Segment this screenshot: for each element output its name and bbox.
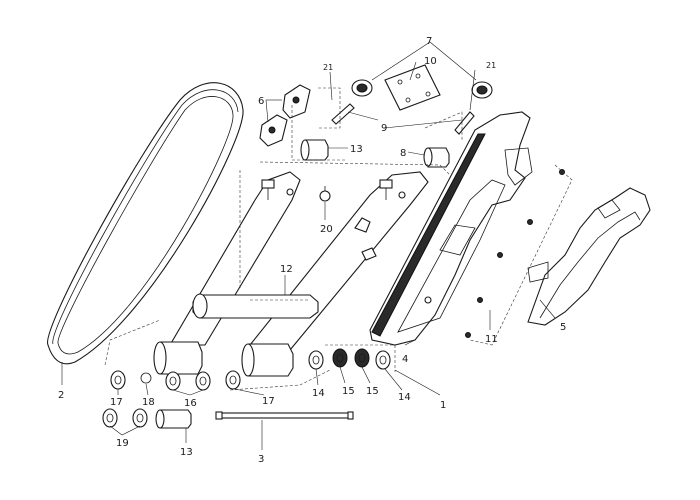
callout-11: 11 bbox=[485, 334, 498, 345]
small-fitting bbox=[319, 186, 331, 202]
rubber-mounts bbox=[351, 79, 493, 99]
callout-14-left: 14 bbox=[312, 388, 325, 399]
swing-arm bbox=[153, 171, 429, 377]
brackets bbox=[259, 84, 311, 147]
callout-7: 7 bbox=[426, 36, 432, 47]
bolts bbox=[331, 103, 475, 135]
callout-20: 20 bbox=[320, 224, 333, 235]
callout-17-right: 17 bbox=[262, 396, 275, 407]
cover-bolts bbox=[465, 169, 565, 338]
callout-4: 4 bbox=[402, 354, 408, 365]
callout-13-bottom: 13 bbox=[180, 447, 193, 458]
callout-14-right: 14 bbox=[398, 392, 411, 403]
callout-6: 6 bbox=[258, 96, 264, 107]
side-cover bbox=[527, 187, 651, 326]
callout-2: 2 bbox=[58, 390, 64, 401]
callout-21-right: 21 bbox=[486, 61, 496, 70]
bottom-parts bbox=[102, 408, 354, 429]
chain-guard bbox=[369, 111, 533, 346]
callout-15-right: 15 bbox=[366, 386, 379, 397]
callout-labels: 7 10 21 21 6 9 13 8 20 12 4 11 5 1 2 3 1… bbox=[58, 36, 566, 465]
callout-12: 12 bbox=[280, 264, 293, 275]
callout-8: 8 bbox=[400, 148, 406, 159]
bearing-set bbox=[110, 348, 391, 391]
callout-16: 16 bbox=[184, 398, 197, 409]
callout-5: 5 bbox=[560, 322, 566, 333]
drive-belt bbox=[47, 82, 244, 365]
callout-10: 10 bbox=[424, 56, 437, 67]
assembly-lines bbox=[104, 87, 573, 391]
callout-3: 3 bbox=[258, 454, 264, 465]
leader-lines bbox=[61, 41, 556, 450]
mounting-plate bbox=[384, 64, 441, 111]
callout-15-left: 15 bbox=[342, 386, 355, 397]
callout-9: 9 bbox=[381, 123, 387, 134]
callout-21-left: 21 bbox=[323, 63, 333, 72]
callout-17-left: 17 bbox=[110, 397, 123, 408]
callout-13-top: 13 bbox=[350, 144, 363, 155]
callout-19: 19 bbox=[116, 438, 129, 449]
spacers bbox=[300, 139, 450, 168]
callout-18: 18 bbox=[142, 397, 155, 408]
callout-1: 1 bbox=[440, 400, 446, 411]
